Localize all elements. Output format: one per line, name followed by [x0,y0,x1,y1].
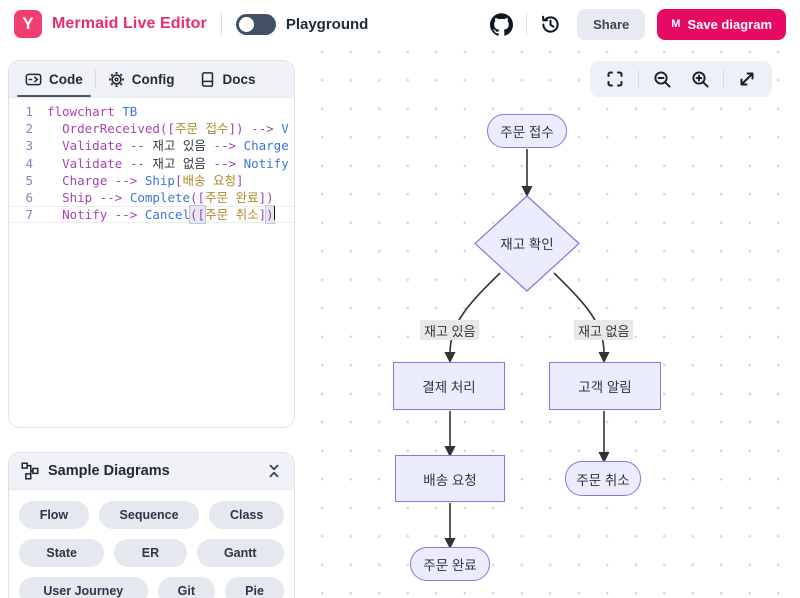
code-panel: Code Config [8,60,295,428]
toggle-knob [238,16,254,32]
line-number: 7 [25,207,33,223]
sample-button-gantt[interactable]: Gantt [196,539,284,567]
playground-label: Playground [285,15,369,33]
flowchart-edges [444,149,610,550]
share-button[interactable]: Share [577,8,646,40]
tab-docs-label: Docs [222,71,256,87]
tab-docs[interactable]: Docs [187,61,268,97]
code-line[interactable]: 3 Validate -- 재고 있음 --> Charge [9,137,294,154]
github-button[interactable] [486,9,517,40]
node-notify[interactable]: 고객 알림 [549,362,661,410]
text-cursor [273,206,276,221]
line-number: 1 [25,104,33,119]
line-number: 3 [25,138,33,154]
node-complete[interactable]: 주문 완료 [410,547,490,581]
sample-button-state[interactable]: State [19,539,105,567]
playground-toggle[interactable] [235,13,276,35]
code-line[interactable]: 6 Ship --> Complete([주문 완료]) [9,189,294,206]
edge-label-out-of-stock: 재고 없음 [574,320,634,340]
node-charge[interactable]: 결제 처리 [393,362,505,410]
expand-button[interactable] [730,64,764,94]
controls-divider [638,70,639,88]
node-check-stock-label: 재고 확인 [500,237,554,252]
node-ship[interactable]: 배송 요청 [395,455,505,502]
tab-divider [94,70,96,88]
code-line[interactable]: 7 Notify --> Cancel([주문 취소]) [9,206,294,224]
mermaid-mini-icon: M [671,17,681,30]
diagram-project-icon [21,462,39,480]
header-divider [220,13,222,35]
book-icon [201,71,213,87]
gear-icon [108,71,124,87]
code-line[interactable]: 4 Validate -- 재고 없음 --> Notify [9,155,294,172]
tab-code[interactable]: Code [13,61,95,97]
sample-diagrams-header: Sample Diagrams [9,453,294,490]
tab-config[interactable]: Config [96,61,187,97]
node-check-stock-shape[interactable] [474,195,580,292]
mermaid-logo-icon[interactable]: Y [14,10,42,38]
sample-button-git[interactable]: Git [157,577,216,598]
zoom-out-button[interactable] [645,64,679,94]
line-number: 2 [25,121,33,137]
sample-button-pie[interactable]: Pie [225,577,284,598]
header-divider-2 [526,13,528,35]
collapse-icon[interactable] [266,462,282,480]
save-diagram-button[interactable]: M Save diagram [657,8,786,40]
tab-config-label: Config [131,71,175,87]
expand-arrows-icon [740,72,754,86]
history-icon [542,15,559,33]
sample-diagrams-title: Sample Diagrams [48,463,170,479]
line-number: 4 [25,155,33,171]
view-controls [590,61,772,97]
save-diagram-label: Save diagram [687,16,772,32]
edge-label-in-stock: 재고 있음 [420,320,480,340]
fullscreen-button[interactable] [598,64,632,94]
code-tab-icon [25,73,42,85]
mermaid-logo-letter: Y [22,13,34,33]
app-title: Mermaid Live Editor [52,15,207,32]
zoom-in-button[interactable] [683,64,717,94]
node-cancel[interactable]: 주문 취소 [565,461,641,496]
code-line[interactable]: 2 OrderReceived([주문 접수]) --> V [9,120,294,137]
sample-button-er[interactable]: ER [114,539,187,567]
sample-button-flow[interactable]: Flow [19,501,89,529]
zoom-in-icon [691,70,709,88]
diagram-canvas[interactable]: 주문 접수 재고 확인 재고 있음 재고 없음 결제 처리 고객 알림 배송 요… [296,48,800,598]
zoom-out-icon [653,70,671,88]
sample-button-user-journey[interactable]: User Journey [19,577,148,598]
controls-divider-2 [723,70,724,88]
tab-code-label: Code [49,71,83,87]
line-number: 6 [25,190,33,206]
history-button[interactable] [536,10,565,39]
app-header: Y Mermaid Live Editor Playground Share M… [0,0,800,48]
line-number: 5 [25,172,33,188]
sample-button-sequence[interactable]: Sequence [98,501,200,529]
code-line[interactable]: 5 Charge --> Ship[배송 요청] [9,172,294,189]
editor-tabbar: Code Config [9,61,294,98]
node-order-received[interactable]: 주문 접수 [487,114,567,148]
fullscreen-icon [607,71,623,87]
sample-button-class[interactable]: Class [209,501,285,529]
github-icon [490,12,514,36]
